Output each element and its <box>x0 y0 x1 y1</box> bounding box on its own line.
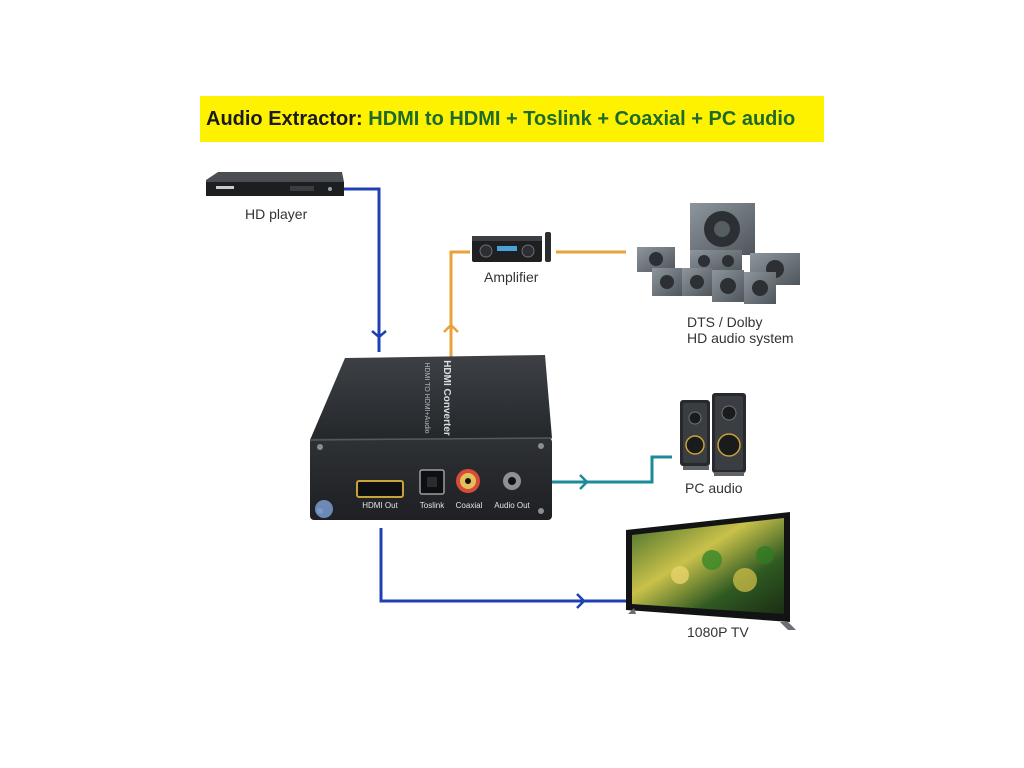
pc-audio-label: PC audio <box>685 480 743 496</box>
title-lead: Audio Extractor: <box>206 107 363 130</box>
port-label-toslink: Toslink <box>420 501 445 510</box>
surround-label-line1: DTS / Dolby <box>687 314 763 330</box>
title-banner: Audio Extractor: HDMI to HDMI + Toslink … <box>200 96 824 142</box>
surround-label-line2: HD audio system <box>687 330 794 346</box>
hdmi-out-port <box>356 480 404 498</box>
hd-player-device <box>206 172 344 196</box>
converter-top-label: HDMI Converter <box>441 360 452 436</box>
video-input-line <box>344 187 387 352</box>
converter-top-sublabel: HDMI TO HDMI+Audio <box>423 362 430 433</box>
pc-speakers <box>680 393 746 476</box>
amplifier-label: Amplifier <box>484 269 539 285</box>
tv-label: 1080P TV <box>687 624 749 640</box>
tv-device <box>626 512 796 630</box>
port-label-audio-out: Audio Out <box>494 501 530 510</box>
port-label-coaxial: Coaxial <box>456 501 483 510</box>
title-rest: HDMI to HDMI + Toslink + Coaxial + PC au… <box>368 107 796 130</box>
port-label-hdmi-out: HDMI Out <box>362 501 398 510</box>
surround-speaker-system <box>637 203 800 304</box>
title-text: Audio Extractor: HDMI to HDMI + Toslink … <box>206 108 795 131</box>
amplifier-device <box>472 232 551 262</box>
audio-extractor-box: HDMI Converter HDMI TO HDMI+Audio HDMI O… <box>309 355 553 520</box>
hd-player-label: HD player <box>245 206 308 222</box>
video-output-line <box>379 528 628 609</box>
pc-audio-line <box>521 455 672 490</box>
